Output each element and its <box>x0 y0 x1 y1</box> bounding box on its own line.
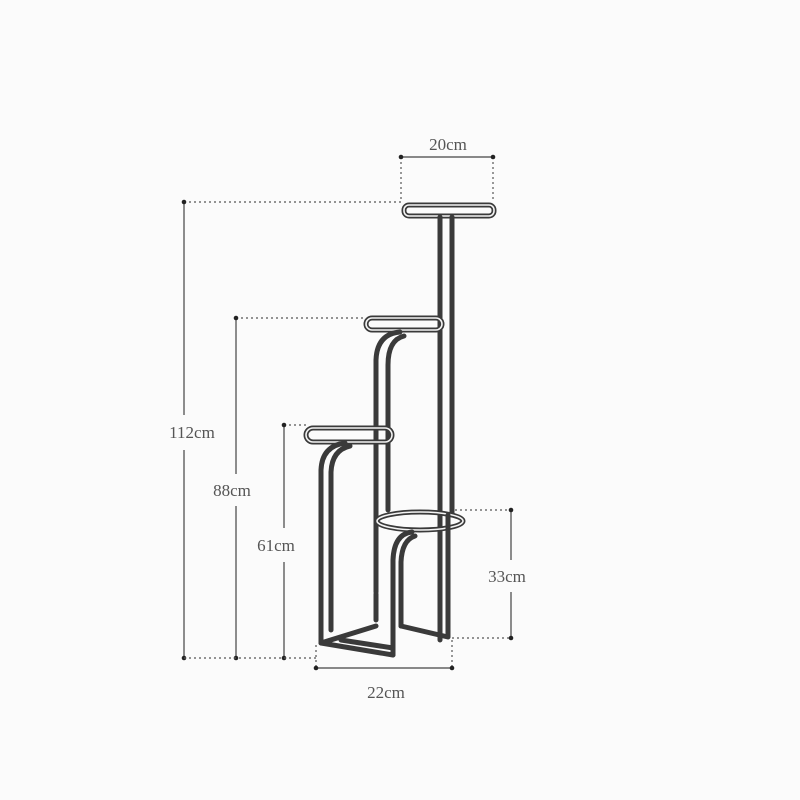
lowest-shelf <box>374 509 466 658</box>
dimension-top-width: 20cm <box>398 135 496 202</box>
top-shelf <box>401 202 497 219</box>
lowest-shelf-height-label: 33cm <box>488 567 526 586</box>
third-shelf <box>303 425 395 646</box>
dimension-lowest-shelf-height: 33cm <box>452 507 526 641</box>
second-shelf-height-label: 88cm <box>213 481 251 500</box>
third-shelf-height-label: 61cm <box>257 536 295 555</box>
second-shelf <box>363 315 445 595</box>
plant-stand-drawing <box>303 202 497 658</box>
top-width-label: 20cm <box>429 135 467 154</box>
base-frame <box>318 512 451 658</box>
dimension-total-height: 112cm <box>169 199 401 661</box>
main-pole <box>437 214 455 643</box>
dimension-second-shelf-height: 88cm <box>213 315 366 661</box>
dimension-base-width: 22cm <box>184 640 455 702</box>
dimension-third-shelf-height: 61cm <box>257 422 306 661</box>
base-width-label: 22cm <box>367 683 405 702</box>
total-height-label: 112cm <box>169 423 215 442</box>
